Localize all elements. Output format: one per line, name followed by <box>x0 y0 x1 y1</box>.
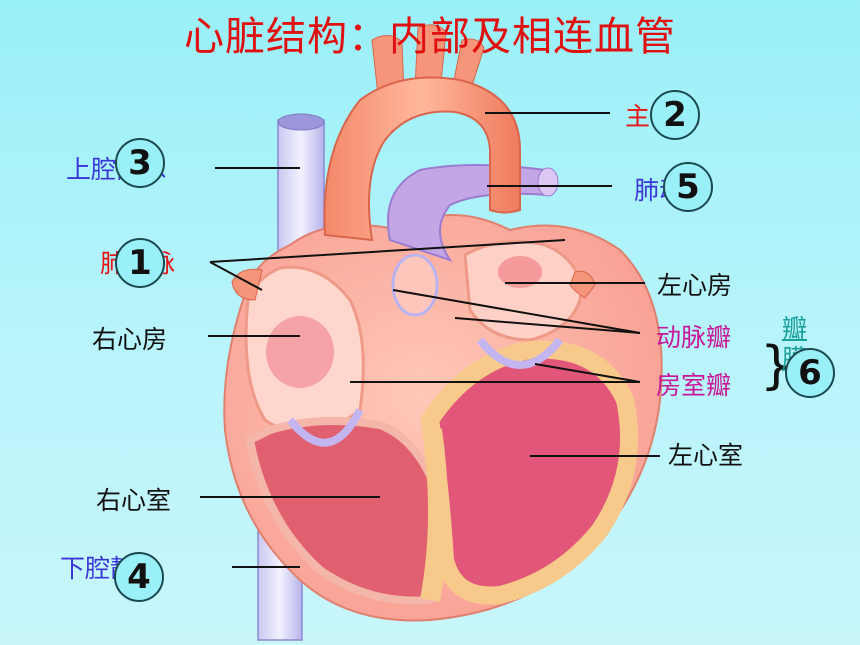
right-atrium-inner <box>266 316 334 388</box>
leader-arterial-valve-1 <box>392 289 641 334</box>
left-atrium-chamber <box>463 240 583 342</box>
left-atrium-inner <box>498 256 542 288</box>
label-left-ventricle: 左心室 <box>668 441 744 470</box>
label-right-ventricle: 右心室 <box>96 486 172 515</box>
aorta-shape <box>323 76 521 242</box>
leader-pv-1 <box>209 239 566 263</box>
av-valve-right <box>286 408 364 447</box>
page-title: 心脏结构：内部及相连血管 <box>184 14 676 60</box>
badge-5: 5 <box>663 162 713 212</box>
label-av-valve: 房室瓣 <box>656 371 732 400</box>
leader-arterial-valve-2 <box>454 317 641 334</box>
label-right-atrium: 右心房 <box>92 325 168 354</box>
av-valve-left <box>476 337 564 369</box>
badge-6: 6 <box>785 348 835 398</box>
label-arterial-valve: 动脉瓣 <box>656 323 732 352</box>
septum <box>420 428 448 602</box>
aortic-branch-2 <box>414 24 447 93</box>
pulmonary-vein-right-stub <box>569 270 596 299</box>
left-ventricle <box>420 340 639 605</box>
badge-2: 2 <box>650 90 700 140</box>
label-left-atrium: 左心房 <box>657 271 733 300</box>
badge-1: 1 <box>115 238 165 288</box>
pulmonary-trunk-end <box>537 167 559 197</box>
leader-pv-2 <box>209 261 263 291</box>
badge-4: 4 <box>114 552 164 602</box>
svc-top-opening <box>277 113 325 131</box>
leader-lines <box>200 112 660 568</box>
badge-3: 3 <box>115 138 165 188</box>
leader-av-valve-2 <box>534 363 641 383</box>
arterial-valve-shape <box>391 253 439 317</box>
aortic-branch-1 <box>371 35 405 96</box>
